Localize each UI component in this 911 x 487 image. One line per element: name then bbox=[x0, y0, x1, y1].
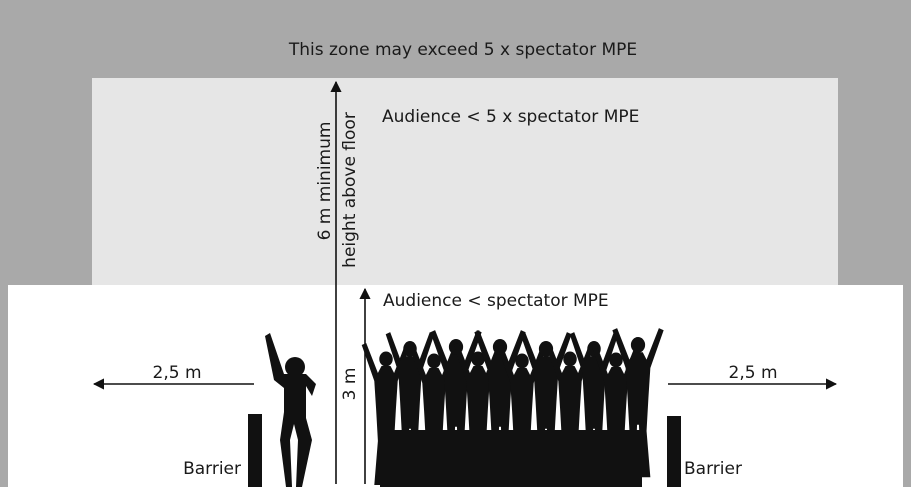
single-person-silhouette-icon bbox=[265, 333, 316, 487]
right-barrier-icon bbox=[667, 416, 681, 487]
mid-zone bbox=[92, 78, 838, 285]
low-zone-label: Audience < spectator MPE bbox=[383, 291, 609, 311]
right-barrier-label: Barrier bbox=[684, 459, 742, 479]
tall-dimension-label-line2: height above floor bbox=[340, 112, 360, 268]
mid-zone-label: Audience < 5 x spectator MPE bbox=[382, 107, 639, 127]
outer-zone-label: This zone may exceed 5 x spectator MPE bbox=[288, 40, 637, 60]
left-width-label: 2,5 m bbox=[153, 363, 202, 383]
left-barrier-icon bbox=[248, 414, 262, 487]
right-width-label: 2,5 m bbox=[729, 363, 778, 383]
left-barrier-label: Barrier bbox=[183, 459, 241, 479]
short-dimension-label: 3 m bbox=[340, 368, 360, 401]
crowd-silhouette-icon bbox=[361, 328, 664, 487]
tall-dimension-label-line1: 6 m minimum bbox=[315, 122, 335, 241]
